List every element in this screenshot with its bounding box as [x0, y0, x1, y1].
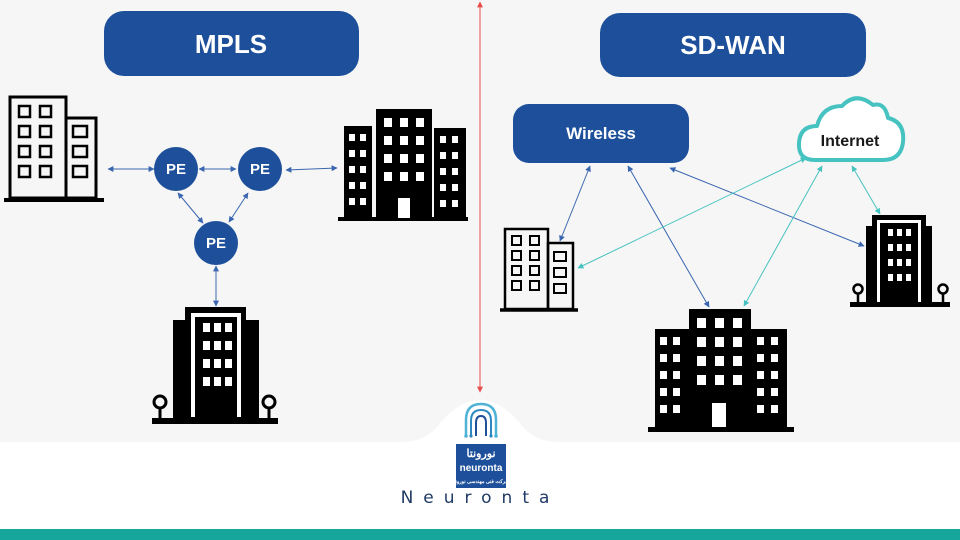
link-building-to-pe	[285, 165, 338, 173]
pe-label: PE	[206, 235, 226, 252]
pe-label: PE	[166, 161, 186, 178]
mpls-title-pill: MPLS	[104, 11, 359, 76]
wireless-label: Wireless	[566, 124, 636, 143]
link-internet-to-building	[743, 165, 823, 307]
logo-wordmark: neuronta	[460, 463, 503, 474]
internet-cloud-icon: Internet	[796, 96, 906, 162]
link-pe-to-pe	[228, 192, 249, 223]
footer-accent-bar	[0, 529, 960, 540]
link-internet-to-building	[577, 157, 807, 269]
pe-router-node: PE	[154, 147, 198, 191]
office-building-icon	[850, 215, 950, 307]
link-wireless-to-building	[559, 165, 591, 242]
pe-router-node: PE	[238, 147, 282, 191]
mpls-links	[107, 165, 338, 307]
wireless-links	[559, 165, 865, 308]
pe-router-node: PE	[194, 221, 238, 265]
office-building-icon	[4, 95, 104, 202]
wireless-network-box: Wireless	[513, 104, 689, 163]
link-wireless-to-building	[669, 167, 865, 247]
brand-name: Neuronta	[400, 488, 560, 508]
office-building-icon	[648, 309, 794, 432]
logo-subtitle: شرکت فنی مهندسی نورونتا	[452, 479, 509, 485]
neuronta-logo: نورونتا neuronta شرکت فنی مهندسی نورونتا	[452, 402, 510, 488]
link-wireless-to-building	[627, 165, 710, 308]
internet-links	[577, 157, 881, 307]
office-building-icon	[152, 307, 278, 424]
mpls-title: MPLS	[195, 29, 267, 59]
sdwan-title: SD-WAN	[680, 30, 785, 60]
pe-label: PE	[250, 161, 270, 178]
logo-script-text: نورونتا	[466, 448, 495, 460]
office-building-icon	[338, 109, 468, 221]
internet-label: Internet	[821, 133, 880, 150]
link-pe-to-pe	[177, 192, 204, 224]
link-internet-to-building	[851, 165, 881, 215]
sdwan-title-pill: SD-WAN	[600, 13, 866, 77]
office-building-icon	[500, 227, 578, 312]
